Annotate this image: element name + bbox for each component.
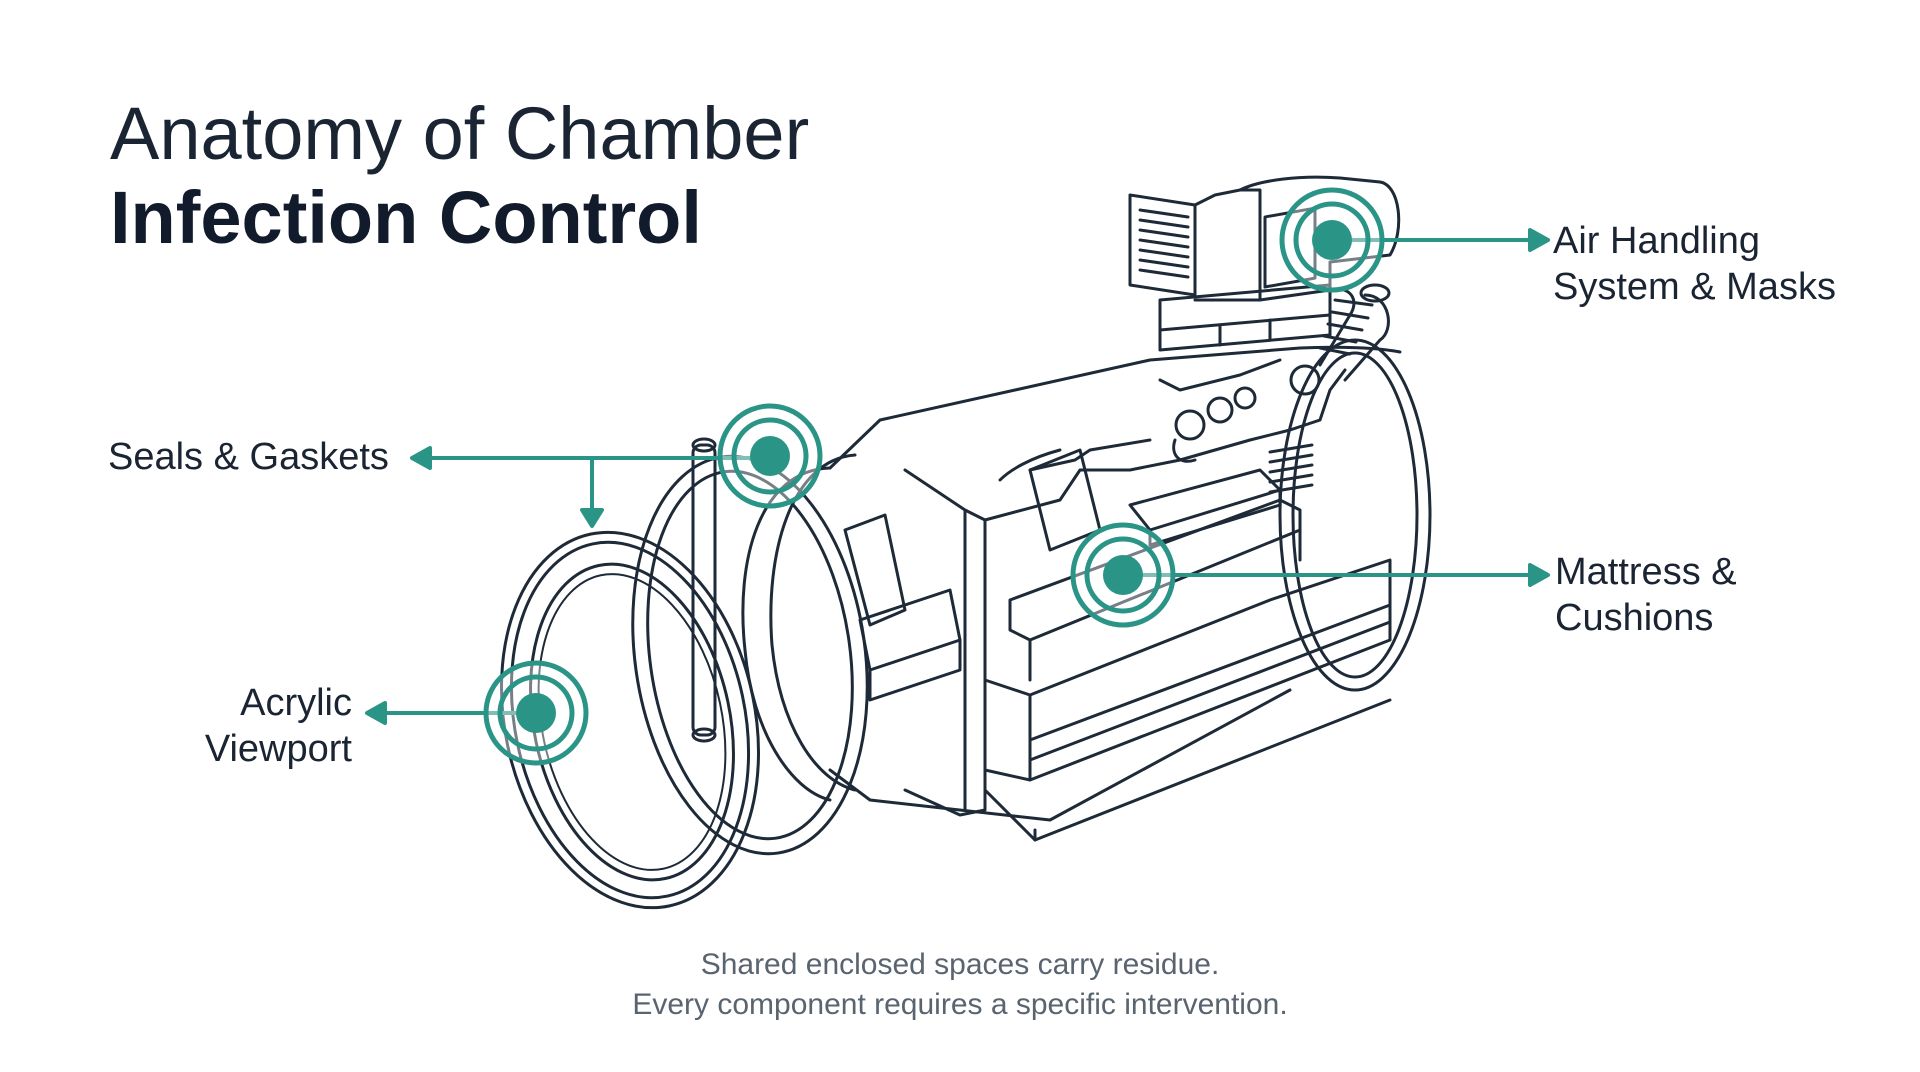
seals-label-line1: Seals & Gaskets	[108, 436, 389, 478]
chamber-body	[741, 206, 1432, 842]
title-block: Anatomy of Chamber Infection Control	[110, 92, 809, 260]
page-title-line1: Anatomy of Chamber	[110, 92, 810, 175]
air-handling-target-icon	[1279, 187, 1385, 293]
air-handling-label-line2: System & Masks	[1553, 266, 1836, 308]
viewport-arrow-icon	[365, 701, 387, 725]
footer-caption: Shared enclosed spaces carry residue. Ev…	[0, 945, 1920, 1025]
seals-target-icon	[717, 403, 823, 509]
page-title-line2: Infection Control	[110, 176, 702, 259]
footer-line2: Every component requires a specific inte…	[632, 988, 1288, 1021]
footer-line1: Shared enclosed spaces carry residue.	[700, 948, 1220, 981]
mattress-label-line1: Mattress &	[1555, 551, 1737, 593]
viewport-label-line2: Viewport	[204, 728, 352, 770]
mattress-label: Mattress & Cushions	[1555, 549, 1737, 641]
callout-lines	[365, 228, 1550, 725]
seals-label: Seals & Gaskets	[108, 434, 389, 480]
air-handling-label: Air Handling System & Masks	[1553, 218, 1836, 310]
air-handling-arrow-icon	[1528, 228, 1550, 252]
air-handling-unit	[1128, 175, 1401, 382]
viewport-label: Acrylic Viewport	[205, 680, 352, 772]
air-handling-label-line1: Air Handling	[1553, 220, 1760, 262]
target-markers	[483, 187, 1385, 766]
mattress-arrow-icon	[1528, 563, 1550, 587]
seals-arrow-icon	[410, 446, 432, 470]
viewport-target-icon	[483, 660, 589, 766]
mattress-target-icon	[1070, 522, 1176, 628]
mattress-label-line2: Cushions	[1555, 597, 1714, 639]
seals-down-arrow-icon	[580, 508, 604, 528]
viewport-label-line1: Acrylic	[240, 682, 352, 724]
